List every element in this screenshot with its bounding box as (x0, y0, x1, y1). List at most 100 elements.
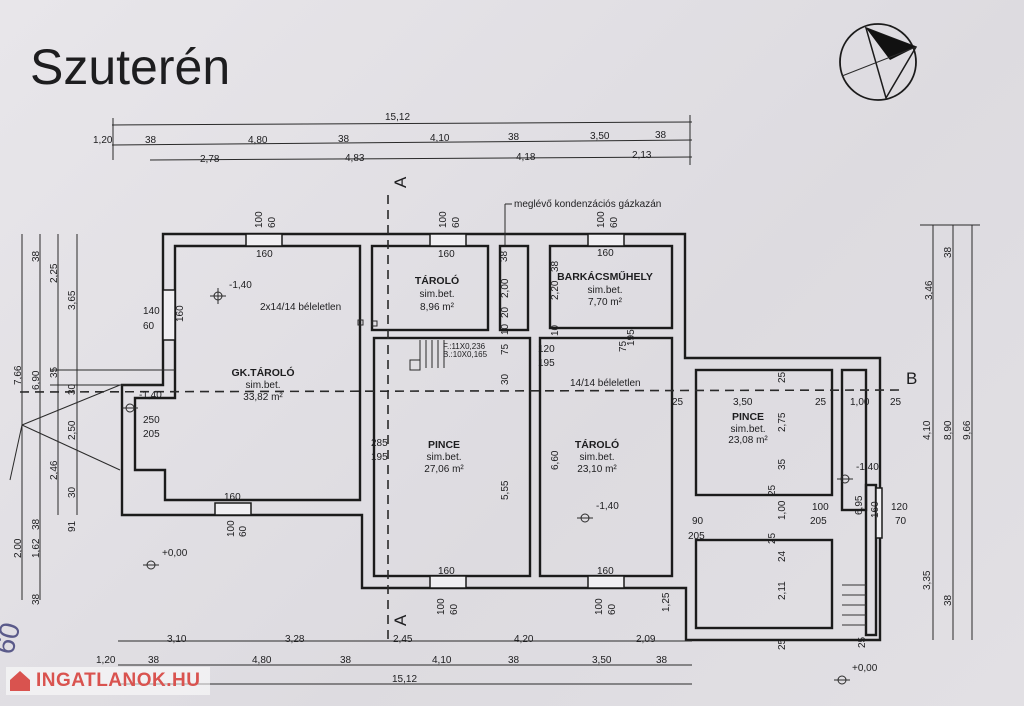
label: 38 (550, 260, 561, 272)
label: 1,20 (93, 135, 113, 146)
label: 60 (143, 321, 155, 332)
label: 90 (692, 516, 704, 527)
label: 2,75 (777, 412, 788, 432)
label: 100 (254, 211, 265, 228)
inner-dimensions: 38 2,00 20 10 75 30 2,20 10 120 195 75 1… (371, 260, 902, 650)
label: TÁROLÓ (575, 438, 619, 451)
label: 3,28 (285, 634, 305, 645)
plan-title: Szuterén (30, 39, 230, 95)
label: 160 (256, 249, 273, 260)
label: 27,06 m² (424, 464, 464, 475)
label: 25 (890, 397, 902, 408)
label: 8,96 m² (420, 302, 455, 313)
label: 2,46 (49, 460, 60, 480)
label: 4,80 (248, 135, 268, 146)
label: 6,90 (31, 370, 42, 390)
handwritten-note: 60 (0, 619, 26, 657)
label: 4,83 (345, 153, 365, 164)
label: 160 (438, 566, 455, 577)
label: 38 (338, 134, 350, 145)
top-dimensions: 15,12 1,20 38 4,80 38 4,10 38 3,50 38 2,… (93, 112, 693, 165)
label: F.:11X0,236 (443, 342, 486, 351)
annotations: meglévő kondenzációs gázkazán 2x14/14 bé… (260, 199, 661, 389)
room-barkacsmuhely: BARKÁCSMŰHELY sim.bet. 7,70 m² (557, 270, 653, 308)
label: sim.bet. (730, 424, 765, 435)
right-dimensions: 38 3,46 8,90 9,66 4,10 3,35 38 (920, 224, 980, 640)
label: 2,50 (67, 420, 78, 440)
label: 23,08 m² (728, 435, 768, 446)
label: 3,10 (167, 634, 187, 645)
label: 4,10 (430, 133, 450, 144)
label: 9,66 (962, 420, 973, 440)
label: 205 (810, 516, 827, 527)
label: 140 (143, 306, 160, 317)
label: 60 (451, 216, 462, 228)
label: 4,18 (516, 152, 536, 163)
label: 160 (597, 248, 614, 259)
label: 5,55 (500, 480, 511, 500)
level-marker-icon (143, 560, 159, 570)
label: 25 (767, 484, 778, 496)
watermark-text: INGATLANOK.HU (36, 670, 201, 691)
label: PINCE (732, 411, 764, 423)
label: 160 (224, 492, 241, 503)
label: 2,45 (393, 634, 413, 645)
label: sim.bet. (245, 380, 280, 391)
label: PINCE (428, 439, 460, 451)
section-a-label-top: A (391, 176, 410, 188)
label: 10 (550, 324, 561, 336)
label: 4,20 (514, 634, 534, 645)
label: GK.TÁROLÓ (232, 366, 295, 379)
label: 38 (943, 246, 954, 258)
north-arrow-icon (839, 23, 918, 101)
label: 38 (499, 250, 510, 262)
label: 35 (49, 366, 60, 378)
label: 38 (340, 655, 352, 666)
label: 60 (238, 525, 249, 537)
room-pince-right: PINCE sim.bet. 23,08 m² (728, 411, 768, 446)
label: 25 (767, 532, 778, 544)
level-marker-icon (210, 288, 226, 304)
label: 195 (371, 452, 388, 463)
label: 1,25 (661, 592, 672, 612)
label: sim.bet. (419, 289, 454, 300)
label: 30 (500, 373, 511, 385)
label: 24 (777, 550, 788, 562)
label: 160 (438, 249, 455, 260)
label: 160 (597, 566, 614, 577)
house-logo-icon (10, 671, 30, 691)
label: 38 (656, 655, 668, 666)
label: 120 (538, 344, 555, 355)
level-marker-icon (122, 403, 138, 413)
label: -1,40 (229, 280, 252, 291)
label: 91 (67, 520, 78, 532)
opening-labels: 160 100 60 160 100 60 160 100 60 140 60 … (143, 211, 908, 615)
label: 2,25 (49, 263, 60, 283)
label: 35 (777, 458, 788, 470)
label: 250 (143, 415, 160, 426)
label: 75 (618, 340, 629, 352)
label: 38 (655, 130, 667, 141)
label: 38 (31, 250, 42, 262)
label: 15,12 (392, 674, 417, 685)
label: sim.bet. (579, 452, 614, 463)
label: 1,00 (777, 500, 788, 520)
label: +0,00 (852, 663, 878, 674)
label: 2,09 (636, 634, 656, 645)
label: meglévő kondenzációs gázkazán (514, 199, 661, 210)
label: 205 (688, 531, 705, 542)
label: 160 (870, 501, 881, 518)
label: 10 (500, 323, 511, 335)
label: 160 (175, 305, 186, 322)
section-a-label-bottom: A (391, 614, 410, 626)
label: -1,40 (596, 501, 619, 512)
label: 38 (148, 655, 160, 666)
label: 3,46 (924, 280, 935, 300)
label: 3,35 (922, 570, 933, 590)
label: 3,50 (592, 655, 612, 666)
label: 38 (508, 655, 520, 666)
bottom-dimensions: 3,10 3,28 2,45 4,20 2,09 1,20 38 4,80 38… (96, 634, 692, 685)
label: 60 (609, 216, 620, 228)
label: B.:10X0,165 (443, 350, 488, 359)
